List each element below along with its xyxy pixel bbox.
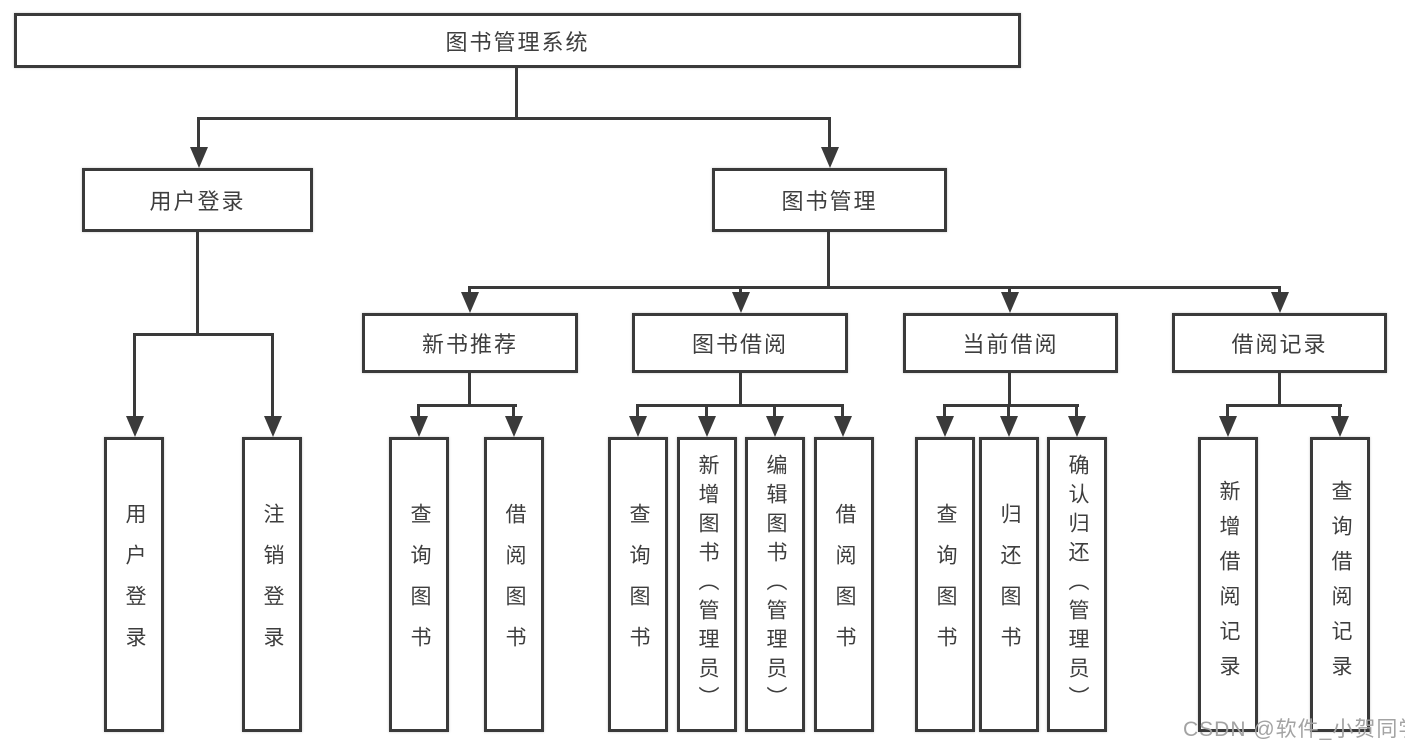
leaf-query-books-recommend: 查询图书 bbox=[389, 437, 449, 732]
connector-borrow-drop-4 bbox=[841, 404, 844, 417]
leaf-add-books-admin-label: 新增图书（管理员） bbox=[696, 454, 719, 715]
node-book-borrowing: 图书借阅 bbox=[632, 313, 848, 373]
leaf-user-login: 用户登录 bbox=[104, 437, 164, 732]
connector-newbook-hbar bbox=[417, 404, 517, 407]
leaf-borrow-books: 借阅图书 bbox=[814, 437, 874, 732]
connector-borrow-drop-1 bbox=[636, 404, 639, 417]
leaf-confirm-return-admin: 确认归还（管理员） bbox=[1047, 437, 1107, 732]
node-new-book-recommend-label: 新书推荐 bbox=[421, 332, 518, 357]
connector-root-right-drop bbox=[828, 117, 831, 150]
node-current-borrowing-label: 当前借阅 bbox=[962, 332, 1059, 357]
node-current-borrowing: 当前借阅 bbox=[903, 313, 1118, 373]
connector-userlogin-drop-1 bbox=[133, 333, 136, 418]
connector-borrow-drop-2 bbox=[705, 404, 708, 417]
connector-current-stem bbox=[1008, 373, 1011, 407]
arrowhead-icon bbox=[936, 416, 954, 437]
arrowhead-icon bbox=[698, 416, 716, 437]
connector-bookmgmt-hbar bbox=[468, 286, 1281, 289]
leaf-query-borrow-record-label: 查询借阅记录 bbox=[1329, 479, 1352, 690]
leaf-add-borrow-record: 新增借阅记录 bbox=[1198, 437, 1258, 732]
leaf-query-borrow-record: 查询借阅记录 bbox=[1310, 437, 1370, 732]
leaf-logout: 注销登录 bbox=[242, 437, 302, 732]
node-user-login-branch-label: 用户登录 bbox=[149, 189, 246, 214]
connector-root-hbar bbox=[197, 117, 831, 120]
arrowhead-icon bbox=[1331, 416, 1349, 437]
arrowhead-icon bbox=[461, 292, 479, 313]
leaf-logout-label: 注销登录 bbox=[261, 502, 284, 667]
leaf-add-books-admin: 新增图书（管理员） bbox=[677, 437, 737, 732]
node-borrowing-records: 借阅记录 bbox=[1172, 313, 1387, 373]
node-book-management-branch: 图书管理 bbox=[712, 168, 947, 232]
arrowhead-icon bbox=[1271, 292, 1289, 313]
connector-borrow-stem bbox=[739, 373, 742, 407]
connector-userlogin-hbar bbox=[133, 333, 274, 336]
arrowhead-icon bbox=[264, 416, 282, 437]
node-root-system: 图书管理系统 bbox=[14, 13, 1021, 68]
connector-newbook-stem bbox=[468, 373, 471, 407]
leaf-borrow-books-recommend: 借阅图书 bbox=[484, 437, 544, 732]
arrowhead-icon bbox=[190, 147, 208, 168]
connector-userlogin-drop-2 bbox=[271, 333, 274, 418]
connector-current-hbar bbox=[943, 404, 1079, 407]
leaf-add-borrow-record-label: 新增借阅记录 bbox=[1217, 479, 1240, 690]
arrowhead-icon bbox=[1001, 292, 1019, 313]
watermark: CSDN @软件_小贺同学 bbox=[1183, 718, 1405, 741]
connector-bookmgmt-drop-3 bbox=[1008, 286, 1011, 296]
leaf-query-books-borrow: 查询图书 bbox=[608, 437, 668, 732]
leaf-borrow-books-label: 借阅图书 bbox=[833, 502, 856, 667]
arrowhead-icon bbox=[1219, 416, 1237, 437]
arrowhead-icon bbox=[410, 416, 428, 437]
connector-bookmgmt-drop-4 bbox=[1278, 286, 1281, 296]
connector-bookmgmt-drop-2 bbox=[739, 286, 742, 296]
arrowhead-icon bbox=[1000, 416, 1018, 437]
connector-records-drop-2 bbox=[1338, 404, 1341, 417]
leaf-borrow-books-recommend-label: 借阅图书 bbox=[503, 502, 526, 667]
connector-current-drop-2 bbox=[1007, 404, 1010, 417]
connector-records-hbar bbox=[1226, 404, 1342, 407]
node-user-login-branch: 用户登录 bbox=[82, 168, 313, 232]
arrowhead-icon bbox=[1068, 416, 1086, 437]
leaf-query-books-borrow-label: 查询图书 bbox=[627, 502, 650, 667]
node-new-book-recommend: 新书推荐 bbox=[362, 313, 578, 373]
leaf-return-books: 归还图书 bbox=[979, 437, 1039, 732]
connector-borrow-drop-3 bbox=[773, 404, 776, 417]
leaf-user-login-label: 用户登录 bbox=[123, 502, 146, 667]
connector-records-stem bbox=[1278, 373, 1281, 407]
arrowhead-icon bbox=[629, 416, 647, 437]
arrowhead-icon bbox=[126, 416, 144, 437]
leaf-query-books-current-label: 查询图书 bbox=[934, 502, 957, 667]
connector-records-drop-1 bbox=[1226, 404, 1229, 417]
arrowhead-icon bbox=[505, 416, 523, 437]
leaf-return-books-label: 归还图书 bbox=[998, 502, 1021, 667]
connector-bookmgmt-stem bbox=[827, 232, 830, 289]
connector-newbook-drop-1 bbox=[417, 404, 420, 417]
leaf-edit-books-admin: 编辑图书（管理员） bbox=[745, 437, 805, 732]
connector-root-stem bbox=[515, 68, 518, 119]
connector-newbook-drop-2 bbox=[512, 404, 515, 417]
arrowhead-icon bbox=[732, 292, 750, 313]
connector-bookmgmt-drop-1 bbox=[468, 286, 471, 296]
node-borrowing-records-label: 借阅记录 bbox=[1231, 332, 1328, 357]
node-book-borrowing-label: 图书借阅 bbox=[691, 332, 788, 357]
connector-userlogin-stem bbox=[196, 232, 199, 336]
connector-current-drop-3 bbox=[1075, 404, 1078, 417]
leaf-query-books-recommend-label: 查询图书 bbox=[408, 502, 431, 667]
arrowhead-icon bbox=[834, 416, 852, 437]
connector-borrow-hbar bbox=[636, 404, 844, 407]
connector-current-drop-1 bbox=[943, 404, 946, 417]
leaf-edit-books-admin-label: 编辑图书（管理员） bbox=[764, 454, 787, 715]
arrowhead-icon bbox=[766, 416, 784, 437]
node-root-label: 图书管理系统 bbox=[445, 29, 590, 55]
arrowhead-icon bbox=[821, 147, 839, 168]
leaf-confirm-return-admin-label: 确认归还（管理员） bbox=[1066, 454, 1089, 715]
leaf-query-books-current: 查询图书 bbox=[915, 437, 975, 732]
node-book-management-branch-label: 图书管理 bbox=[781, 189, 878, 214]
connector-root-left-drop bbox=[197, 117, 200, 150]
